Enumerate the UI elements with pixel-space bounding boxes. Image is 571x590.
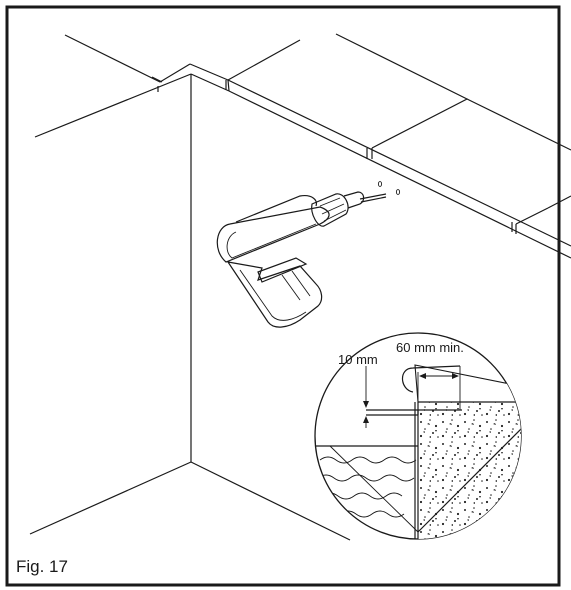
dimension-label-10mm: 10 mm [338,352,378,367]
figure-caption: Fig. 17 [16,557,68,576]
dimension-label-60mm: 60 mm min. [396,340,464,355]
coping-stones [34,33,571,259]
detail-magnifier [314,332,522,540]
drill-illustration [216,181,401,328]
concrete-section [418,402,521,539]
figure-border [5,5,561,587]
pool-wall [29,74,351,541]
